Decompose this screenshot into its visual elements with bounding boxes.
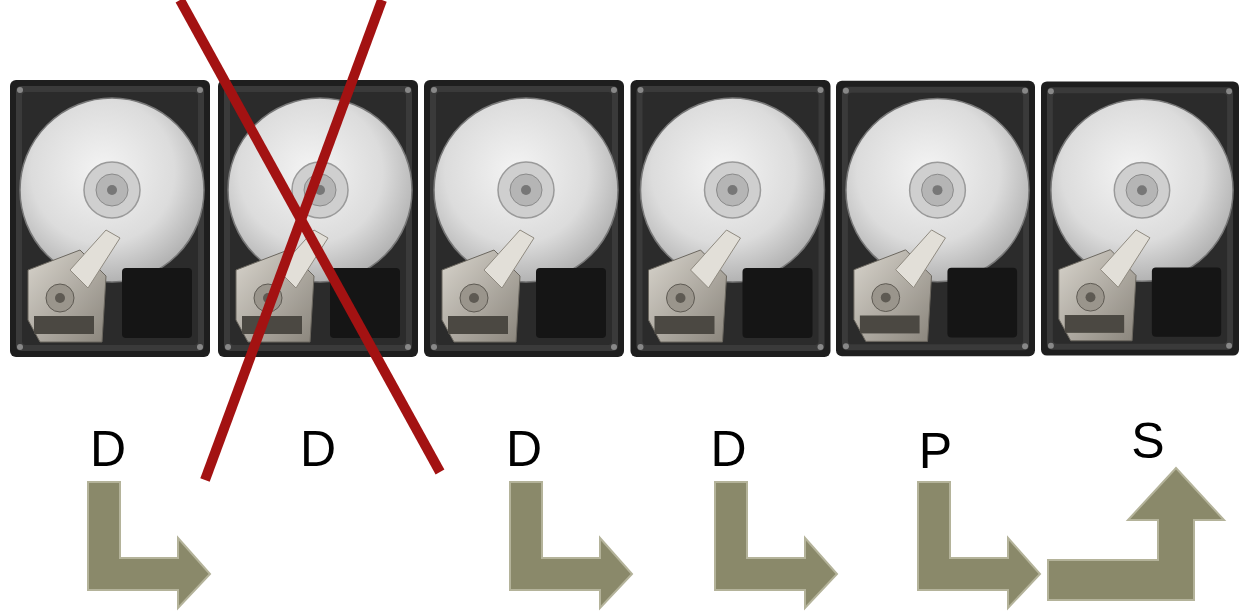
drive-role-letter: P: [816, 423, 1055, 479]
cross-line: [180, 0, 440, 472]
hard-drive: [836, 81, 1035, 357]
drive-node: P: [836, 80, 1035, 357]
drive-role-letter: D: [197, 421, 439, 477]
drive-role-letter: D: [0, 421, 230, 477]
drive-node: D: [630, 80, 831, 357]
cross-line: [205, 0, 382, 480]
hard-drive: [424, 80, 624, 357]
hard-drive: [10, 80, 210, 357]
drive-role-letter: D: [608, 421, 849, 477]
hard-drive: [1041, 81, 1239, 355]
l-arrow: [715, 482, 837, 608]
flow-arrows: [88, 468, 1224, 608]
drive-node: S: [1041, 80, 1239, 357]
l-arrow: [510, 482, 632, 608]
up-arrow: [1048, 468, 1224, 600]
drive-node: D: [424, 80, 624, 357]
drive-role-letter: S: [1029, 413, 1239, 469]
hard-drive: [218, 80, 418, 357]
l-arrow: [918, 482, 1040, 608]
drive-role-letter: D: [404, 421, 644, 477]
drive-node: D: [8, 80, 212, 357]
hard-drive: [631, 80, 831, 357]
l-arrow: [88, 482, 210, 608]
drive-node: D: [217, 80, 419, 357]
